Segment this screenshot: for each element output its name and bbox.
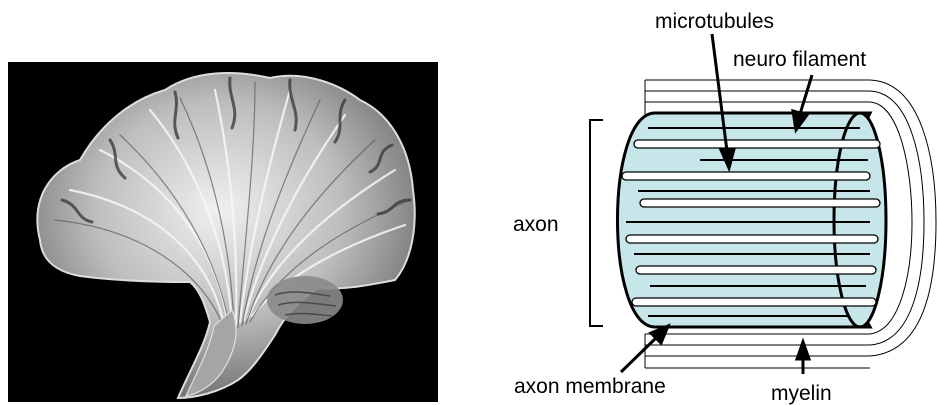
microtubule-tube [622, 172, 870, 180]
cerebellum [267, 276, 343, 324]
axon-membrane-arrow [621, 338, 656, 372]
brain-photo [8, 62, 438, 402]
neurofilament-label: neuro filament [733, 48, 866, 71]
axon-diagram: microtubules neuro filament axon axon me… [513, 10, 936, 405]
microtubule-tube [634, 140, 880, 148]
microtubule-tube [636, 266, 876, 274]
axon-membrane-label: axon membrane [514, 375, 666, 398]
microtubule-tube [632, 298, 876, 306]
microtubules-label: microtubules [655, 10, 774, 33]
axon-bracket [590, 120, 603, 326]
microtubule-tube [626, 235, 878, 243]
microtubule-tube [640, 199, 880, 207]
axon-label: axon [513, 213, 559, 236]
neurofilament-arrow [800, 75, 812, 114]
myelin-label: myelin [771, 382, 832, 405]
